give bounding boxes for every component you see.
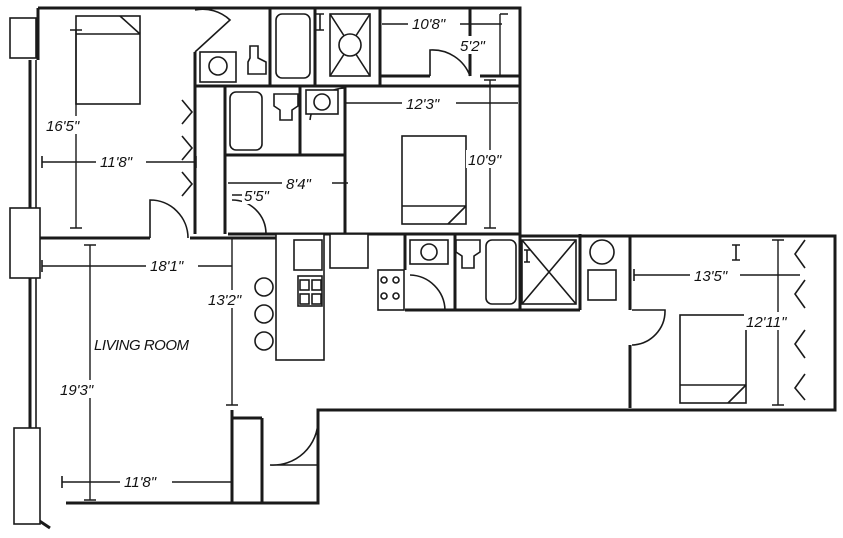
doors bbox=[149, 8, 666, 466]
kitchen bbox=[254, 233, 405, 361]
dim-top-closet-depth: 5'2" bbox=[460, 38, 486, 55]
dim-bed2-height: 10'9" bbox=[468, 152, 502, 169]
bathroom-fixtures bbox=[199, 13, 617, 305]
dim-bed1-width: 11'8" bbox=[100, 154, 133, 171]
beds bbox=[75, 15, 747, 404]
room-label-living: LIVING ROOM bbox=[94, 337, 190, 354]
bed-2 bbox=[401, 135, 467, 225]
dim-kitchen-depth: 13'2" bbox=[208, 292, 242, 309]
bar-stool bbox=[254, 304, 274, 324]
bed-3 bbox=[679, 314, 747, 404]
dim-top-closet-width: 10'8" bbox=[412, 16, 446, 33]
bar-stool bbox=[254, 331, 274, 351]
dim-closet-width: 5'5" bbox=[244, 188, 270, 205]
dimension-labels: 16'5" 11'8" 18'1" 19'3" 11'8" 13'2" 8'4"… bbox=[44, 14, 794, 491]
bar-stool bbox=[254, 277, 274, 297]
dim-bed2-width: 12'3" bbox=[406, 96, 440, 113]
outlet-marks bbox=[316, 13, 740, 263]
dim-bed3-width: 13'5" bbox=[694, 268, 728, 285]
dim-bed1-height: 16'5" bbox=[46, 118, 80, 135]
closet-doors bbox=[181, 99, 806, 401]
exterior-walls bbox=[9, 6, 837, 530]
bed-1 bbox=[75, 15, 141, 105]
dim-living-height: 19'3" bbox=[60, 382, 94, 399]
dim-hall-width: 8'4" bbox=[286, 176, 312, 193]
dim-bed3-height: 12'11" bbox=[746, 314, 787, 331]
dim-living-width: 18'1" bbox=[150, 258, 184, 275]
dim-living-bottom-width: 11'8" bbox=[124, 474, 157, 491]
